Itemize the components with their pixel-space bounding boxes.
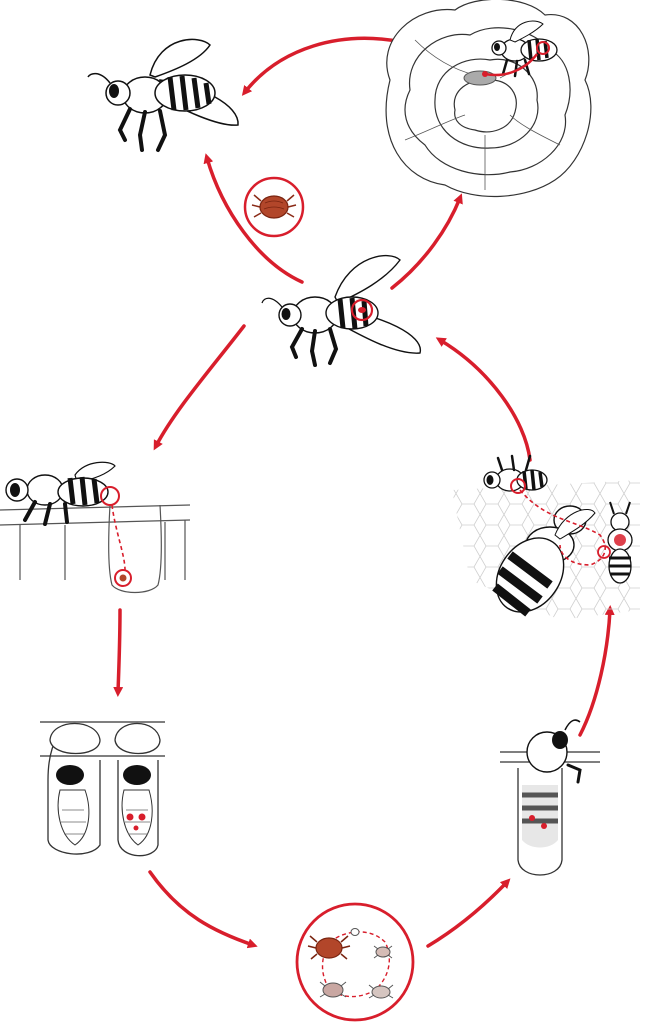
arrow-central-to-nurse	[153, 324, 246, 451]
central-bee-icon	[261, 254, 421, 367]
adult-bee-icon	[87, 38, 239, 152]
arrow-flower-to-adult	[241, 36, 404, 96]
arrow-reproduction-to-emerging	[426, 878, 511, 948]
flower-icon	[385, 0, 592, 198]
arrow-central-to-adult	[203, 153, 304, 284]
bees-on-comb-icon	[452, 454, 640, 620]
arrow-comb-to-central	[435, 337, 532, 462]
nurse-bee-on-comb-icon	[0, 461, 191, 594]
capped-brood-cells-icon	[40, 721, 165, 857]
emerging-bee-icon	[500, 719, 600, 876]
bee-on-flower-icon	[482, 20, 558, 78]
mite-reproduction-circle-icon	[295, 902, 415, 1022]
varroa-mite-icon	[251, 194, 297, 219]
varroa-mite-icon	[307, 935, 351, 960]
arrow-central-to-flower	[390, 193, 463, 290]
mite-circle-icon	[243, 176, 305, 238]
arrow-capped-to-reproduction	[148, 870, 258, 949]
arrow-emerging-to-comb	[578, 605, 615, 737]
arrow-nurse-to-capped	[113, 608, 124, 697]
cycle-arrows	[113, 36, 615, 949]
